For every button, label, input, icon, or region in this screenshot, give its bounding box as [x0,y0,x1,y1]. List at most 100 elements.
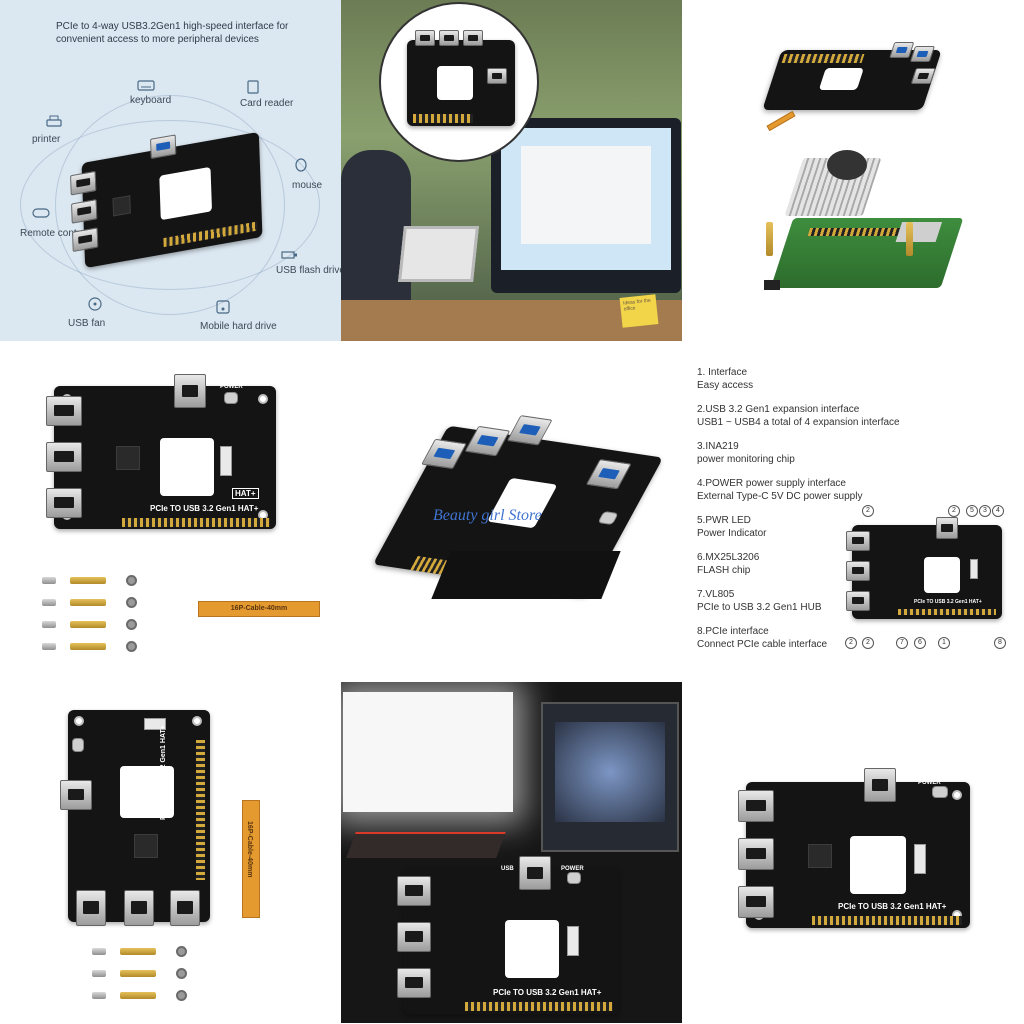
annotated-board: PCIe TO USB 3.2 Gen1 HAT+ [846,517,1002,619]
board-silk-label: PCIe TO USB 3.2 Gen1 HAT+ [150,504,259,513]
usb-port [519,856,551,890]
nut [176,946,187,957]
feature-list-panel: 1. Interface Easy access 2.USB 3.2 Gen1 … [682,341,1023,682]
screw [92,970,106,977]
label-printer: printer [32,134,61,145]
board-and-accessories: PCIe TO USB 3.2 Gen1 HAT+ HAT+ POWER 16P… [0,341,341,682]
usb-port [846,591,870,611]
feature-item: 3.INA219 power monitoring chip [697,441,927,466]
usb-port-2 [46,442,82,472]
gpio-header [413,114,473,123]
pcie-fpc-connector [970,559,978,579]
feature-item: 6.MX25L3206 FLASH chip [697,552,927,577]
feature-item: 8.PCIe interface Connect PCIe cable inte… [697,626,927,651]
brass-standoff [120,992,156,999]
hat-board-vertical: PCIe TO USB 3.2 Gen1 HAT+ [60,710,210,926]
mount-hole [74,716,84,726]
vl805-chip [808,844,832,868]
keyboard-icon [137,78,155,92]
callout-1: 1 [938,637,950,649]
callout-4: 4 [992,505,1004,517]
usb-port [463,30,483,46]
label-flash-drive: USB flash drive [276,265,341,276]
type-c-port [72,738,84,752]
feature-desc: Power Indicator [697,527,767,539]
female-header [431,551,621,599]
peripherals-infographic: PCIe to 4-way USB3.2Gen1 high-speed inte… [0,0,341,341]
pcie-fpc-connector [144,718,166,730]
raspberry-pi-board [770,218,964,288]
callout-5: 5 [966,505,978,517]
brass-standoff [120,948,156,955]
usb-port [910,68,936,84]
hat-board: PCIe TO USB 3.2 Gen1 HAT+ POWER [738,768,970,928]
feature-title: 3.INA219 [697,441,739,452]
power-silk: POWER [220,384,243,390]
hard-drive-icon [214,300,232,314]
gpio-header [812,916,962,925]
usb-port [738,790,774,822]
usb-port [60,780,92,810]
board-window [120,766,174,818]
board-window [437,66,473,100]
brass-standoff [70,577,106,584]
usb-port [72,227,99,253]
angled-board-view: Beauty girl Store [341,341,682,682]
usb-port [397,876,431,906]
brass-standoff [70,643,106,650]
mount-hole [952,790,962,800]
board-window [850,836,906,894]
usb-port-4 [174,374,206,408]
usb-port [846,561,870,581]
callout-2: 2 [862,637,874,649]
screw [42,621,56,628]
usb-port [487,68,507,84]
callout-7: 7 [896,637,908,649]
board-window [160,438,214,496]
type-c-port [567,872,581,884]
usb-port [909,46,936,62]
feature-title: 2.USB 3.2 Gen1 expansion interface [697,404,860,415]
screen-window [521,146,651,244]
board-window [924,557,960,593]
board-silk-label: PCIe TO USB 3.2 Gen1 HAT+ [493,988,602,997]
board-top-view: PCIe TO USB 3.2 Gen1 HAT+ POWER [682,682,1023,1023]
callout-8: 8 [994,637,1006,649]
callout-6: 6 [914,637,926,649]
brass-standoff [70,599,106,606]
brass-standoff [70,621,106,628]
label-remote: Remote control handle [20,228,121,239]
hat-board: PCIe TO USB 3.2 Gen1 HAT+ POWER USB [397,856,619,1014]
ethernet-port [895,222,943,242]
orbit-ring [55,95,285,315]
feature-title: 5.PWR LED [697,515,751,526]
gpio-header [465,1002,613,1011]
nut [126,641,137,652]
label-usb-fan: USB fan [68,318,106,329]
usb-port [464,425,511,457]
label-hard-drive: Mobile hard drive [200,321,277,332]
label-keyboard: keyboard [130,95,172,106]
cable-label: 16P-Cable-40mm [246,821,253,878]
usb-port [936,517,958,539]
card-reader-icon [244,80,262,94]
feature-item: 7.VL805 PCIe to USB 3.2 Gen1 HUB [697,589,927,614]
usb-port [76,890,106,926]
usb-port [506,415,553,446]
usb-port [415,30,435,46]
pcie-fpc-connector [567,926,579,956]
feature-title: 1. Interface [697,367,748,378]
printer-icon [45,115,63,129]
bright-monitor [343,692,513,812]
feature-item: 2.USB 3.2 Gen1 expansion interface USB1 … [697,404,927,429]
callout-2: 2 [948,505,960,517]
label-mouse: mouse [292,180,323,191]
feature-desc: Easy access [697,379,754,391]
hat-plus-label: HAT+ [232,488,259,499]
pcie-fpc-connector [914,844,926,874]
usb-port [439,30,459,46]
gpio-header [898,609,996,615]
usb-silk: USB [501,866,514,872]
exploded-stack-view [682,0,1023,341]
feature-title: 6.MX25L3206 [697,552,760,563]
